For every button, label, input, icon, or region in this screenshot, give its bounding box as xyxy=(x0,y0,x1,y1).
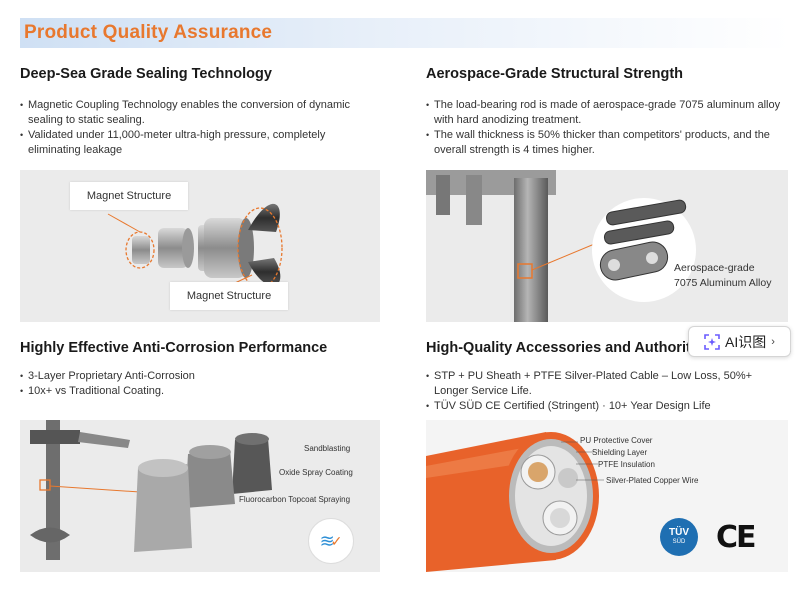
cable-label-shielding: Shielding Layer xyxy=(592,448,648,457)
ai-image-recognition-button[interactable]: AI识图 › xyxy=(688,326,791,357)
magnet-structure-label: Magnet Structure xyxy=(170,282,288,310)
water-drop-icon: ≋ xyxy=(319,530,335,551)
strength-image-panel: Aerospace-grade 7075 Aluminum Alloy xyxy=(426,170,788,322)
sealing-image-panel: Magnet Structure Magnet Structure xyxy=(20,170,380,322)
scan-icon xyxy=(704,333,720,350)
accessories-bullets: STP + PU Sheath + PTFE Silver-Plated Cab… xyxy=(426,369,776,414)
accessories-image-panel: PU Protective Cover Shielding Layer PTFE… xyxy=(426,420,788,572)
strength-bullets: The load-bearing rod is made of aerospac… xyxy=(426,98,786,158)
ai-widget-label: AI识图 xyxy=(725,333,767,350)
section-title-sealing: Deep-Sea Grade Sealing Technology xyxy=(20,66,272,82)
section-title-accessories: High-Quality Accessories and Authoritati… xyxy=(426,340,688,356)
bullet-item: 3-Layer Proprietary Anti-Corrosion xyxy=(20,369,360,384)
bullet-item: The load-bearing rod is made of aerospac… xyxy=(426,98,786,128)
aluminum-rod-illustration xyxy=(426,170,696,322)
coating-label-sandblasting: Sandblasting xyxy=(304,444,351,453)
chevron-right-icon: › xyxy=(771,335,775,348)
aluminum-label-line1: Aerospace-grade xyxy=(674,262,755,274)
cable-cross-section-illustration xyxy=(426,432,604,572)
corrosion-image-panel: Sandblasting Oxide Spray Coating Fluoroc… xyxy=(20,420,380,572)
coated-housing-illustration xyxy=(30,420,272,560)
sealing-bullets: Magnetic Coupling Technology enables the… xyxy=(20,98,365,158)
bullet-item: Validated under 11,000-meter ultra-high … xyxy=(20,128,365,158)
check-icon: ✓ xyxy=(330,532,343,549)
section-title-corrosion: Highly Effective Anti-Corrosion Performa… xyxy=(20,340,328,356)
header-bar: Product Quality Assurance xyxy=(20,18,790,48)
cable-label-pu: PU Protective Cover xyxy=(580,436,653,445)
tuv-badge: TÜV SÜD xyxy=(660,518,698,556)
bullet-item: TÜV SÜD CE Certified (Stringent) · 10+ Y… xyxy=(426,399,776,414)
magnet-coupling-illustration xyxy=(107,203,283,291)
corrosion-bullets: 3-Layer Proprietary Anti-Corrosion 10x+ … xyxy=(20,369,360,399)
magnet-structure-label: Magnet Structure xyxy=(70,182,188,210)
aluminum-label-line2: 7075 Aluminum Alloy xyxy=(674,277,772,289)
page-title: Product Quality Assurance xyxy=(24,22,273,43)
section-title-strength: Aerospace-Grade Structural Strength xyxy=(426,66,684,82)
corrosion-badge: ≋ ✓ xyxy=(308,518,354,564)
coating-label-oxide: Oxide Spray Coating xyxy=(279,468,353,477)
coating-label-fluorocarbon: Fluorocarbon Topcoat Spraying xyxy=(239,495,351,504)
bullet-item: The wall thickness is 50% thicker than c… xyxy=(426,128,786,158)
cable-label-ptfe: PTFE Insulation xyxy=(598,460,655,469)
ce-mark: CE xyxy=(716,520,756,555)
bullet-item: Magnetic Coupling Technology enables the… xyxy=(20,98,365,128)
bullet-item: 10x+ vs Traditional Coating. xyxy=(20,384,360,399)
bullet-item: STP + PU Sheath + PTFE Silver-Plated Cab… xyxy=(426,369,776,399)
cable-label-copper: Silver-Plated Copper Wire xyxy=(606,476,699,485)
